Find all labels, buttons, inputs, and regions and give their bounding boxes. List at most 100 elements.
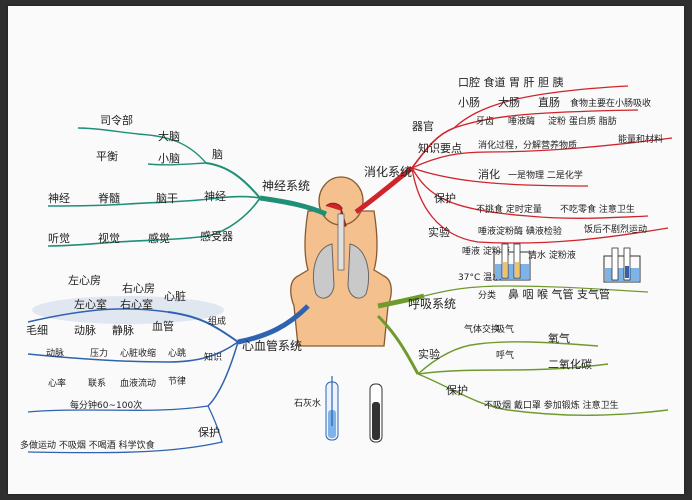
- nervous-main-branch: [259, 195, 328, 217]
- digestive-protect: 保护: [434, 191, 456, 205]
- circulatory-main-branch: [237, 304, 310, 345]
- digestive-organs: 器官: [412, 119, 434, 133]
- respiratory-parts: 鼻 咽 喉 气管 支气管: [508, 287, 610, 301]
- respiratory-main-branch: [377, 293, 425, 309]
- nervous-receptors: 感受器: [200, 230, 233, 243]
- respiratory-exchange: 气体交换: [464, 323, 500, 335]
- circulatory-left-ventricle: 左心室: [74, 297, 107, 311]
- digestive-process: 消化过程，分解营养物质: [478, 139, 577, 151]
- nervous-twig: [47, 195, 261, 207]
- digestive-nutrients: 淀粉 蛋白质 脂肪: [548, 115, 617, 127]
- respiratory-twig: [417, 341, 599, 375]
- test-tube-icon: [325, 376, 339, 441]
- respiratory-twig: [417, 363, 609, 375]
- respiratory-system-label: 呼吸系统: [408, 297, 456, 311]
- digestive-starch-b: 清水 淀粉液: [528, 249, 576, 261]
- circulatory-capillary: 毛细: [26, 324, 48, 337]
- respiratory-experiment: 实验: [418, 347, 440, 361]
- digestive-hygiene-2: 不吃零食 注意卫生: [560, 203, 635, 215]
- circulatory-blood-flow: 血液流动: [120, 377, 156, 389]
- digestive-twig: [411, 167, 589, 187]
- nervous-nerves-1: 神经: [48, 191, 70, 205]
- digestive-exp-detail: 唾液淀粉酶 碘液检验: [478, 225, 562, 237]
- digestive-rectum: 直肠: [538, 95, 560, 109]
- nervous-brain: 脑: [212, 148, 223, 161]
- respiratory-exhale: 呼气: [496, 349, 514, 361]
- circulatory-twig: [27, 405, 209, 413]
- digestive-exp-note: 饭后不剧烈运动: [584, 223, 647, 235]
- respiratory-oxygen: 氧气: [548, 331, 570, 345]
- nervous-brain-cerebrum: 大脑: [158, 129, 180, 143]
- circulatory-heart: 心脏: [164, 290, 186, 303]
- digestive-twig: [411, 127, 455, 169]
- circulatory-connect: 联系: [88, 378, 106, 389]
- nervous-twig: [47, 197, 261, 247]
- nervous-cerebellum: 小脑: [158, 152, 180, 165]
- digestive-system-label: 消化系统: [364, 165, 412, 179]
- digestive-absorption: 食物主要在小肠吸收: [570, 97, 651, 109]
- nervous-balance: 平衡: [96, 150, 118, 163]
- nervous-feeling: 感觉: [148, 232, 170, 245]
- nervous-hearing: 听觉: [48, 232, 70, 245]
- respiratory-limewater: 石灰水: [294, 397, 321, 409]
- digestive-energy: 能量和材料: [618, 133, 663, 145]
- circulatory-per-minute: 每分钟60~100次: [70, 399, 142, 411]
- circulatory-system-label: 心血管系统: [242, 338, 302, 353]
- circulatory-right-ventricle: 右心室: [120, 297, 153, 311]
- circulatory-sub-branch: [167, 311, 239, 343]
- respiratory-twig: [417, 373, 669, 416]
- test-tube-icon: [369, 383, 383, 443]
- nervous-spinal-cord: 脊髓: [98, 191, 120, 205]
- circulatory-protect: 保护: [198, 425, 220, 439]
- digestive-large-intestine: 大肠: [498, 95, 520, 109]
- circulatory-right-atrium: 右心房: [122, 281, 155, 295]
- nervous-command-center: 司令部: [100, 113, 133, 127]
- circulatory-twig: [207, 341, 239, 407]
- digestive-temp: 37°C 温水: [458, 271, 501, 283]
- beaker-icon: [493, 243, 531, 281]
- digestive-organ-list: 口腔 食道 胃 肝 胆 胰: [458, 75, 563, 89]
- nervous-vision: 视觉: [98, 231, 120, 245]
- circulatory-rhythm: 节律: [168, 375, 186, 387]
- circulatory-pulse: 心率: [48, 377, 66, 389]
- nervous-twig: [77, 127, 207, 164]
- respiratory-twig: [423, 285, 649, 297]
- circulatory-twig: [27, 308, 169, 323]
- circulatory-heartbeat: 心脏收缩: [120, 347, 156, 359]
- digestive-knowledge: 知识要点: [418, 141, 462, 155]
- nervous-system-label: 神经系统: [262, 179, 310, 193]
- respiratory-inhale: 吸气: [496, 323, 514, 335]
- circulatory-protect-items: 多做运动 不吸烟 不喝酒 科学饮食: [20, 439, 155, 451]
- circulatory-twig: [27, 405, 223, 454]
- circulatory-vessel: 血管: [152, 319, 174, 333]
- digestive-digest: 消化: [478, 167, 500, 181]
- mind-map-paper: 神经系统 消化系统 呼吸系统 心血管系统 司令部 大脑 平衡 小脑 脑 神经 脊…: [8, 6, 684, 494]
- digestive-enzyme: 唾液酶: [508, 115, 535, 127]
- respiratory-part-label: 分类: [478, 289, 496, 301]
- digestive-experiment: 实验: [428, 225, 450, 239]
- circulatory-pressure: 压力: [90, 347, 108, 359]
- digestive-twig: [411, 167, 669, 244]
- respiratory-protect: 保护: [446, 383, 468, 397]
- circulatory-knowledge: 知识: [204, 351, 222, 363]
- circulatory-heart-rate: 心跳: [168, 347, 186, 359]
- respiratory-co2: 二氧化碳: [548, 357, 592, 371]
- nervous-twig: [147, 162, 207, 166]
- digestive-starch-a: 唾液 淀粉液: [462, 245, 510, 257]
- circulatory-twig: [27, 341, 239, 363]
- nervous-brainstem: 脑干: [156, 192, 178, 205]
- circulatory-left-atrium: 左心房: [68, 274, 101, 287]
- digestive-main-branch: [354, 166, 414, 215]
- beaker-icon: [603, 247, 641, 283]
- circulatory-arteries: 动脉: [46, 347, 64, 359]
- circulatory-artery: 动脉: [74, 323, 96, 337]
- respiratory-protect-items: 不吸烟 戴口罩 参加锻炼 注意卫生: [484, 399, 619, 411]
- circulatory-composition: 组成: [208, 315, 226, 327]
- lungs-icon: [312, 243, 370, 299]
- digestive-twig: [453, 85, 629, 129]
- digestive-teeth: 牙齿: [476, 116, 494, 127]
- nervous-nerves-2: 神经: [204, 189, 226, 203]
- digestive-physical: 一是物理 二是化学: [508, 169, 583, 181]
- circulatory-vein: 静脉: [112, 323, 134, 337]
